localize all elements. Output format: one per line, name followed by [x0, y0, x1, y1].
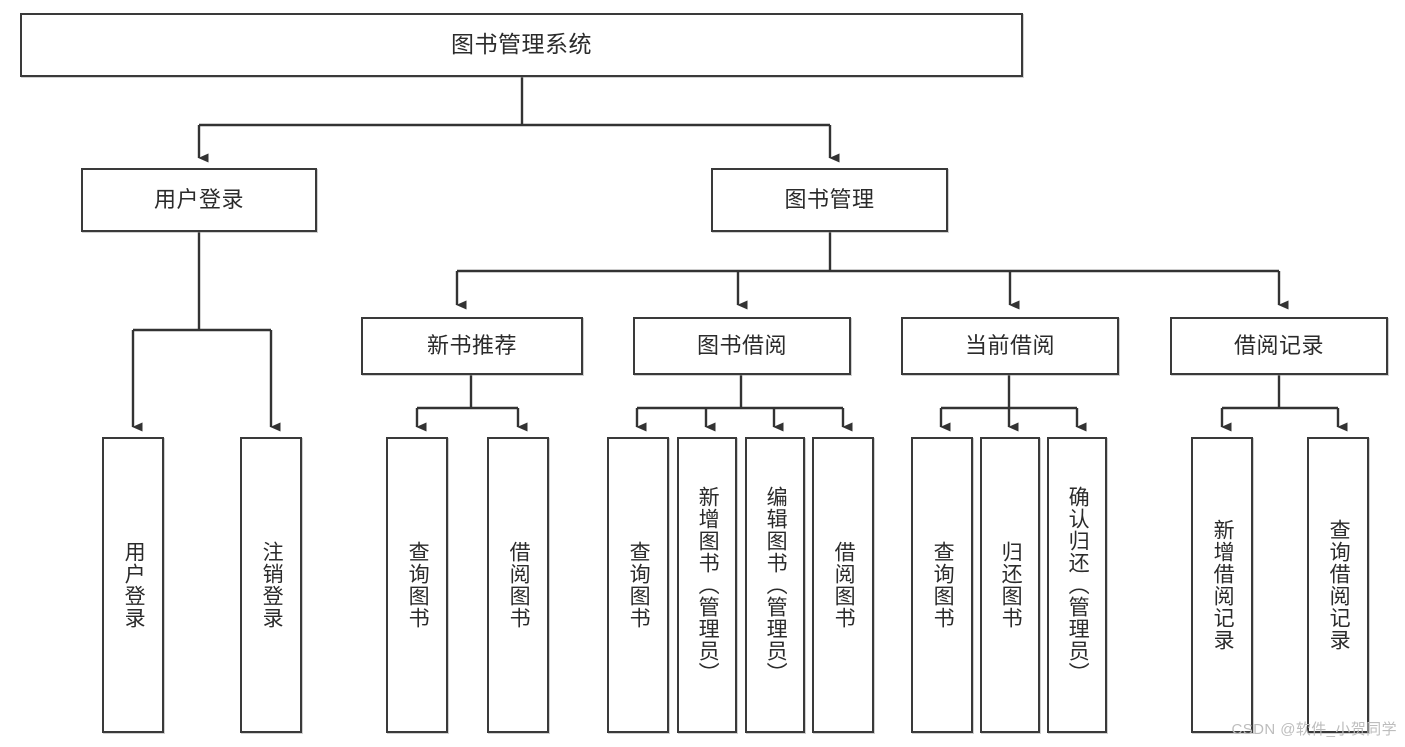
node-label: 编辑图书（管理员）	[764, 486, 788, 684]
node-current-borrow[interactable]: 当前借阅	[901, 317, 1119, 375]
leaf-edit-book-admin[interactable]: 编辑图书（管理员）	[745, 437, 805, 733]
node-root-system[interactable]: 图书管理系统	[20, 13, 1023, 77]
leaf-user-login[interactable]: 用户登录	[102, 437, 164, 733]
leaf-borrow-book-recommend[interactable]: 借阅图书	[487, 437, 549, 733]
leaf-borrow-book[interactable]: 借阅图书	[812, 437, 874, 733]
node-label: 新书推荐	[426, 333, 517, 359]
leaf-logout[interactable]: 注销登录	[240, 437, 302, 733]
leaf-confirm-return-admin[interactable]: 确认归还（管理员）	[1047, 437, 1107, 733]
node-label: 借阅图书	[832, 541, 856, 629]
node-label: 借阅记录	[1233, 333, 1324, 359]
node-label: 查询图书	[931, 541, 955, 629]
node-book-borrow[interactable]: 图书借阅	[633, 317, 851, 375]
node-label: 图书管理	[784, 187, 875, 213]
node-label: 用户登录	[153, 187, 244, 213]
leaf-query-book-recommend[interactable]: 查询图书	[386, 437, 448, 733]
node-user-login[interactable]: 用户登录	[81, 168, 317, 232]
node-label: 确认归还（管理员）	[1066, 486, 1090, 684]
node-label: 查询图书	[627, 541, 651, 629]
node-label: 图书借阅	[696, 333, 787, 359]
node-new-book-recommend[interactable]: 新书推荐	[361, 317, 583, 375]
csdn-watermark: CSDN @软件_小贺同学	[1231, 721, 1397, 738]
node-label: 归还图书	[999, 541, 1023, 629]
node-label: 查询借阅记录	[1327, 519, 1351, 651]
leaf-return-book[interactable]: 归还图书	[980, 437, 1040, 733]
node-label: 查询图书	[406, 541, 430, 629]
leaf-add-book-admin[interactable]: 新增图书（管理员）	[677, 437, 737, 733]
node-borrow-record[interactable]: 借阅记录	[1170, 317, 1388, 375]
leaf-add-borrow-record[interactable]: 新增借阅记录	[1191, 437, 1253, 733]
leaf-query-borrow-record[interactable]: 查询借阅记录	[1307, 437, 1369, 733]
node-book-management[interactable]: 图书管理	[711, 168, 948, 232]
node-label: 图书管理系统	[451, 31, 592, 58]
node-label: 新增图书（管理员）	[696, 486, 720, 684]
leaf-query-book-current[interactable]: 查询图书	[911, 437, 973, 733]
node-label: 借阅图书	[507, 541, 531, 629]
node-label: 注销登录	[260, 541, 284, 629]
node-label: 用户登录	[122, 541, 146, 629]
leaf-query-book-borrow[interactable]: 查询图书	[607, 437, 669, 733]
node-label: 当前借阅	[964, 333, 1055, 359]
node-label: 新增借阅记录	[1211, 519, 1235, 651]
